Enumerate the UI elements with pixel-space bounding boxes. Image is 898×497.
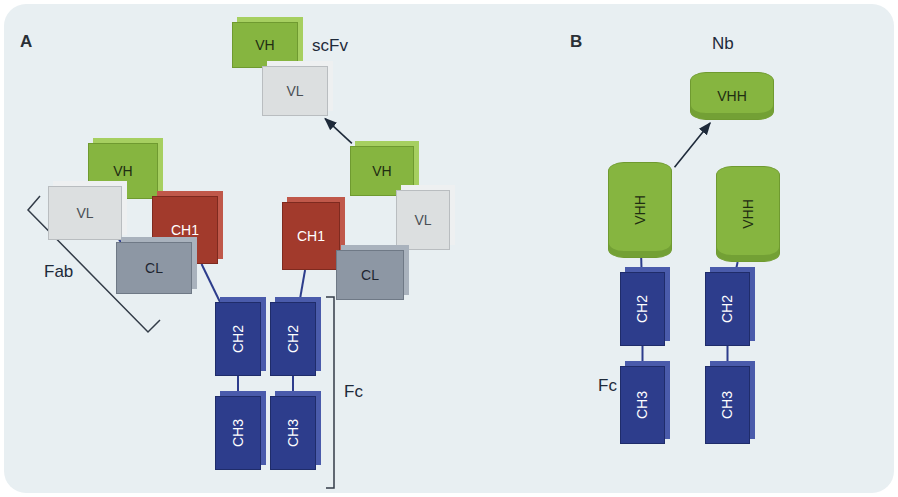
panel-ground xyxy=(4,4,894,493)
domain-label: CH2 xyxy=(719,295,735,323)
domain-block: VL xyxy=(48,186,122,240)
domain-block: CH2 xyxy=(270,302,316,376)
panel-letter: A xyxy=(20,32,32,52)
domain-label: VHH xyxy=(740,199,756,229)
domain-label: CH3 xyxy=(719,391,735,419)
domain-label: VH xyxy=(372,163,391,179)
domain-block: CH2 xyxy=(215,302,261,376)
part-name: Fc xyxy=(598,376,617,396)
domain-block: CL xyxy=(116,242,192,294)
domain-label: CH3 xyxy=(285,419,301,447)
domain-block: CH2 xyxy=(620,272,665,346)
domain-block: VHH xyxy=(690,72,774,120)
domain-block: VH xyxy=(232,22,298,68)
domain-block: CH3 xyxy=(215,396,261,470)
domain-block: VHH xyxy=(608,162,672,258)
domain-label: CH3 xyxy=(634,391,650,419)
panel-letter: B xyxy=(570,32,582,52)
domain-label: VH xyxy=(113,163,132,179)
domain-label: CL xyxy=(145,260,163,276)
domain-label: CL xyxy=(361,267,379,283)
domain-block: CL xyxy=(336,250,404,300)
domain-block: CH3 xyxy=(705,366,750,444)
hinge-link xyxy=(299,270,305,302)
domain-block: VH xyxy=(350,146,414,196)
part-name: Fc xyxy=(344,382,363,402)
domain-block: CH3 xyxy=(270,396,316,470)
domain-label: CH1 xyxy=(171,222,199,238)
domain-block: VL xyxy=(396,190,450,250)
hinge-link xyxy=(642,346,644,366)
hinge-link xyxy=(735,262,737,272)
domain-label: CH2 xyxy=(634,295,650,323)
hinge-link xyxy=(237,376,239,396)
domain-label: VL xyxy=(286,83,303,99)
domain-label: VHH xyxy=(717,88,747,104)
domain-label: CH1 xyxy=(297,228,325,244)
domain-label: CH2 xyxy=(285,325,301,353)
derivation-arrow xyxy=(675,123,711,167)
domain-label: VH xyxy=(255,37,274,53)
hinge-link xyxy=(292,376,294,396)
part-name: Nb xyxy=(712,34,734,54)
hinge-link xyxy=(727,346,729,366)
fc-bracket xyxy=(326,297,334,488)
domain-block: VL xyxy=(262,66,328,116)
domain-label: VL xyxy=(414,212,431,228)
domain-label: VL xyxy=(76,205,93,221)
domain-block: CH2 xyxy=(705,272,750,346)
derivation-arrow xyxy=(325,119,352,144)
part-name: scFv xyxy=(312,36,348,56)
hinge-link xyxy=(202,264,220,302)
domain-block: VHH xyxy=(716,166,780,262)
domain-label: VHH xyxy=(632,195,648,225)
part-name: Fab xyxy=(44,262,73,282)
domain-block: CH1 xyxy=(282,202,340,270)
domain-block: CH3 xyxy=(620,366,665,444)
hinge-link xyxy=(640,258,642,272)
domain-label: CH2 xyxy=(230,325,246,353)
domain-label: CH3 xyxy=(230,419,246,447)
